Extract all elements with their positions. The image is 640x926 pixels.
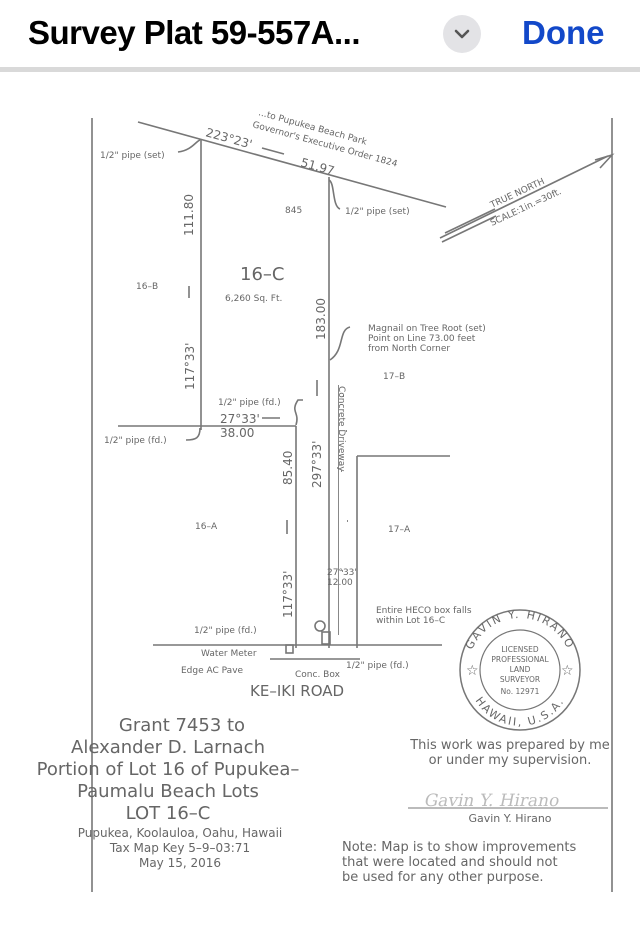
chevron-down-icon — [454, 29, 470, 39]
bearing-117-lower: 117°33' — [281, 571, 295, 618]
dist-85: 85.40 — [281, 451, 295, 485]
dist-111: 111.80 — [182, 194, 196, 236]
road-name: KE–IKI ROAD — [250, 682, 344, 700]
cert-line: or under my supervision. — [429, 753, 592, 768]
pipe-fd-mid: 1/2" pipe (fd.) — [218, 398, 281, 408]
lot-area: 6,260 Sq. Ft. — [225, 294, 282, 304]
water-meter: Water Meter — [201, 649, 257, 659]
title-line: Paumalu Beach Lots — [77, 781, 259, 802]
note-line: be used for any other purpose. — [342, 870, 544, 885]
lot-845: 845 — [285, 206, 302, 216]
pipe-fd-road: 1/2" pipe (fd.) — [194, 626, 257, 636]
heco-2: within Lot 16–C — [376, 616, 445, 626]
distance-38: 38.00 — [220, 426, 254, 440]
certification: This work was prepared by me or under my… — [342, 738, 610, 885]
done-button[interactable]: Done — [522, 14, 605, 51]
note-line: Note: Map is to show improvements — [342, 840, 577, 855]
pipe-set-right: 1/2" pipe (set) — [345, 207, 410, 217]
title-block: Grant 7453 to Alexander D. Larnach Porti… — [37, 715, 300, 870]
star-icon-left: ☆ — [466, 663, 479, 679]
bearing-297: 297°33' — [310, 441, 324, 488]
magnail-2: Point on Line 73.00 feet — [368, 334, 476, 344]
boundary-labels: ...to Pupukea Beach Park Governor's Exec… — [100, 108, 563, 700]
pipe-set-left: 1/2" pipe (set) — [100, 151, 165, 161]
star-icon-right: ☆ — [561, 663, 574, 679]
driveway-stipple — [338, 385, 348, 635]
stamp-line: LAND — [510, 665, 531, 674]
stamp-line: PROFESSIONAL — [491, 655, 549, 664]
lot-16b: 16–B — [136, 282, 158, 292]
title-menu-button[interactable] — [443, 15, 481, 53]
lot-17a: 17–A — [388, 525, 411, 535]
title-line: LOT 16–C — [126, 803, 211, 824]
signature: Gavin Y. Hirano — [423, 791, 562, 811]
driveway-label: Concrete Driveway — [336, 386, 346, 472]
surveyor-stamp: GAVIN Y. HIRANO HAWAII, U.S.A. ☆ ☆ LICEN… — [459, 608, 581, 731]
document-header: Survey Plat 59-557A... Done — [0, 0, 640, 72]
distance-12: 12.00 — [327, 578, 353, 588]
distance-top: 51.97 — [299, 155, 336, 178]
conc-box: Conc. Box — [295, 670, 341, 680]
bearing-27: 27°33' — [220, 412, 260, 426]
survey-plat-document: ...to Pupukea Beach Park Governor's Exec… — [0, 72, 640, 921]
title-line: Portion of Lot 16 of Pupukea– — [37, 759, 300, 780]
signer-name: Gavin Y. Hirano — [468, 812, 551, 825]
title-sub: Pupukea, Koolauloa, Oahu, Hawaii — [78, 826, 283, 840]
stamp-line: SURVEYOR — [500, 675, 540, 684]
lot-17b: 17–B — [383, 372, 405, 382]
cert-line: This work was prepared by me — [409, 738, 610, 753]
stamp-line: LICENSED — [501, 645, 538, 654]
heco-1: Entire HECO box falls — [376, 606, 472, 616]
stamp-line: No. 12971 — [501, 687, 540, 696]
pipe-fd-right: 1/2" pipe (fd.) — [346, 661, 409, 671]
lot-16a: 16–A — [195, 522, 218, 532]
plat-drawing: ...to Pupukea Beach Park Governor's Exec… — [37, 108, 615, 892]
stamp-state: HAWAII, U.S.A. — [473, 695, 568, 729]
document-title: Survey Plat 59-557A... — [28, 14, 361, 51]
magnail-1: Magnail on Tree Root (set) — [368, 324, 486, 334]
plat-lines — [91, 118, 615, 892]
title-sub: Tax Map Key 5–9–03:71 — [109, 841, 250, 855]
bearing-27-lower: 27°33' — [327, 568, 357, 578]
title-line: Grant 7453 to — [119, 715, 245, 736]
bearing-117-upper: 117°33' — [183, 343, 197, 390]
edge-pave: Edge AC Pave — [181, 666, 244, 676]
lot-main-label: 16–C — [240, 264, 284, 285]
note-line: that were located and should not — [342, 855, 558, 870]
title-sub: May 15, 2016 — [139, 856, 221, 870]
pipe-fd-left: 1/2" pipe (fd.) — [104, 436, 167, 446]
magnail-3: from North Corner — [368, 344, 450, 354]
dist-183: 183.00 — [314, 298, 328, 340]
title-line: Alexander D. Larnach — [71, 737, 265, 758]
